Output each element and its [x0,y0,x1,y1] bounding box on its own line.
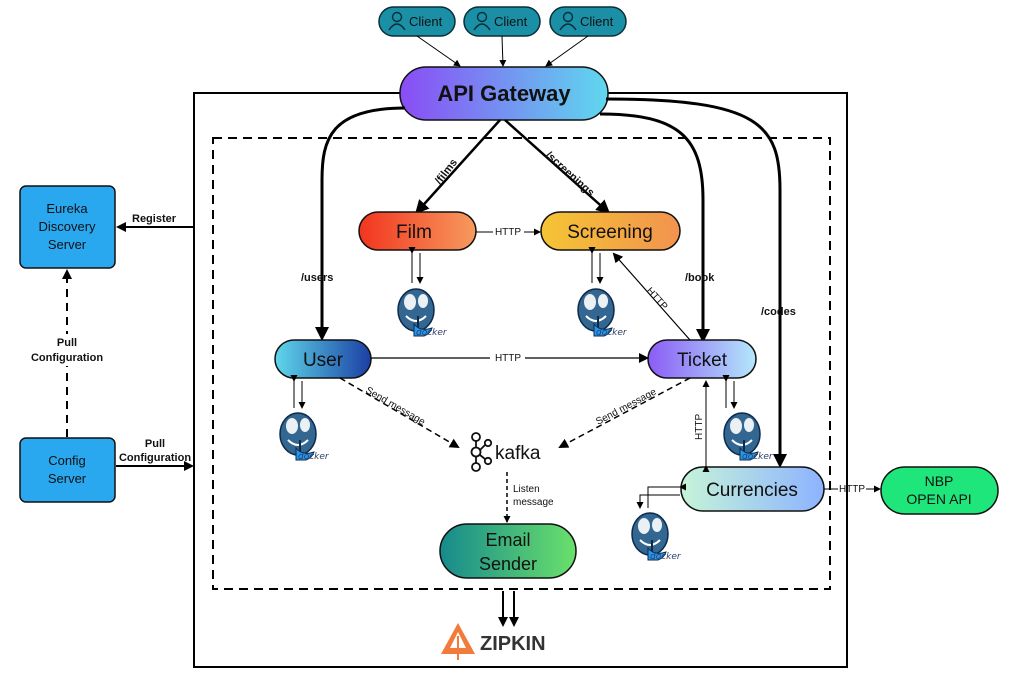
client-node-2[interactable]: Client [463,6,541,37]
system-boundary [193,92,848,668]
user-send-message-label: Send message [364,385,428,428]
config-label-line1: Config [48,453,86,468]
config-server-node[interactable]: Config Server [19,437,116,503]
eureka-label-line3: Server [48,237,87,252]
api-gateway-node[interactable]: API Gateway [399,66,609,121]
user-icon [388,11,406,31]
nbp-label-line2: OPEN API [906,491,971,507]
docker-label: docker [650,552,682,562]
route-users-label: /users [301,272,333,284]
services-boundary [212,137,831,590]
screening-postgres-docker-icon: docker [577,288,628,338]
route-book-label: /book [685,272,715,284]
screening-service-node[interactable]: Screening [540,211,681,251]
currencies-label: Currencies [706,480,798,501]
zipkin-label: ZIPKIN [480,633,546,655]
currencies-postgres-docker-icon: docker [631,512,682,562]
route-users-edge [315,106,406,341]
config-label-line2: Server [48,471,87,486]
route-screenings-edge [504,119,611,214]
client-node-1[interactable]: Client [378,6,456,37]
eureka-label-line2: Discovery [38,219,96,234]
kafka-icon [470,432,493,472]
user-ticket-http-label: HTTP [495,353,521,364]
user-service-node[interactable]: User [274,339,372,379]
docker-label: docker [742,452,774,462]
pull-label-bg [25,334,109,366]
user-icon [473,11,491,31]
client1-to-gateway-edge [416,35,461,67]
ticket-screening-http-label: HTTP [644,286,670,313]
ticket-label: Ticket [677,350,728,371]
user-label: User [303,350,344,371]
nbp-api-node[interactable]: NBP OPEN API [880,466,999,515]
route-films-label: /films [433,157,460,187]
route-book-edge [599,112,710,343]
route-screenings-label: /screenings [543,149,596,199]
currencies-db-edge-up [647,483,686,508]
client-label: Client [409,14,443,29]
kafka-node[interactable]: kafka [470,432,541,472]
ticket-to-kafka-edge [558,377,691,448]
ticket-to-screening-http-edge [612,252,691,341]
email-label-line2: Sender [479,554,537,574]
currencies-db-edge-down [636,494,680,509]
ticket-send-message-label: Send message [594,386,658,427]
pull-label-right: Pull [145,438,165,450]
ticket-currencies-http-label: HTTP [694,414,705,440]
client-label: Client [580,14,614,29]
docker-label: docker [416,328,448,338]
client2-to-gateway-edge [499,35,507,67]
pull-label-left: Pull [57,337,77,349]
film-label: Film [396,222,432,243]
zipkin-icon [441,623,475,660]
listen-message-label: message [513,497,554,508]
gateway-label: API Gateway [437,81,571,106]
nbp-label-line1: NBP [925,473,954,489]
screening-label: Screening [567,222,653,243]
route-films-edge [414,119,501,215]
docker-label: docker [596,328,628,338]
email-sender-node[interactable]: Email Sender [439,523,577,579]
client-node-3[interactable]: Client [549,6,627,37]
configuration-label-left: Configuration [31,352,103,364]
route-codes-label: /codes [761,306,796,318]
configuration-label-right: Configuration [119,452,191,464]
currencies-nbp-http-label: HTTP [839,484,865,495]
client-label: Client [494,14,528,29]
user-to-kafka-edge [339,377,460,449]
eureka-server-node[interactable]: Eureka Discovery Server [19,185,116,269]
listen-label: Listen [513,484,540,495]
email-label-line1: Email [485,530,530,550]
route-codes-edge [605,97,787,468]
film-service-node[interactable]: Film [358,211,477,251]
film-screening-http-label: HTTP [495,227,521,238]
eureka-label-line1: Eureka [46,201,88,216]
zipkin-node[interactable]: ZIPKIN [441,623,546,660]
docker-label: docker [298,452,330,462]
kafka-label: kafka [495,443,541,464]
register-label: Register [132,213,177,225]
ticket-service-node[interactable]: Ticket [647,339,757,379]
ticket-postgres-docker-icon: docker [723,412,774,462]
user-icon [559,11,577,31]
user-postgres-docker-icon: docker [279,412,330,462]
currencies-service-node[interactable]: Currencies [680,466,825,512]
client3-to-gateway-edge [545,35,589,67]
film-postgres-docker-icon: docker [397,288,448,338]
